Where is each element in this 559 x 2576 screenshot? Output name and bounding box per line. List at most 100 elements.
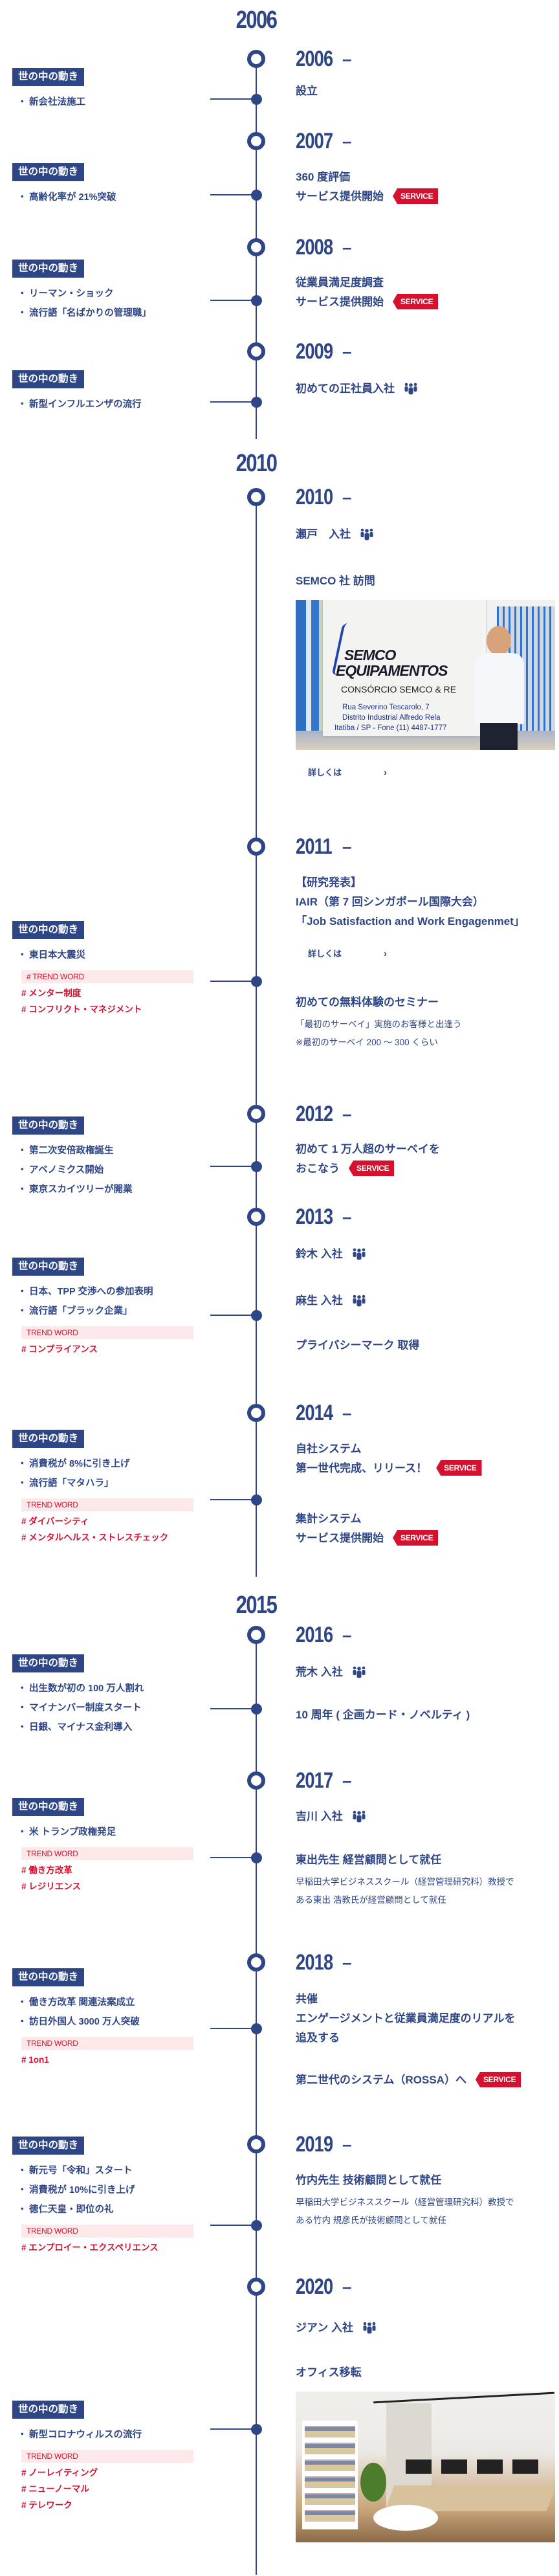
connector-dot-icon [251,2220,262,2231]
year-dash: – [342,1771,352,1790]
timeline-event: 荒木 入社 [296,1663,554,1682]
year-number: 2012 [296,1102,333,1126]
world-events-list: 東日本大震災 [12,946,206,965]
connector-dot-icon [251,2424,262,2435]
world-events-panel: 世の中の動き出生数が初の 100 万人割れマイナンバー制度スタート日銀、マイナス… [12,1654,206,1737]
world-events-list: 新元号「令和」スタート消費税が 10%に引き上げ徳仁天皇・即位の礼 [12,2161,206,2219]
trend-word-tags: # ノーレイティング# ニューノーマル# テレワーク [12,2465,206,2513]
people-icon [360,527,374,540]
trend-word-tag: # メンタルヘルス・ストレスチェック [21,1533,169,1542]
year-number: 2011 [296,834,333,859]
event-title-text: 集計システム [296,1513,362,1525]
event-title-line: 吉川 入社 [296,1807,554,1827]
world-events-list: リーマン・ショック流行語「名ばかりの管理職」 [12,284,206,323]
event-description-line: ある竹内 規彦氏が技術顧問として就任 [296,2215,446,2225]
event-description-line: 早稲田大学ビジネススクール（経営管理研究科）教授で [296,1877,514,1887]
event-title-line: 10 周年 ( 企画カード・ノベルティ ) [296,1705,554,1725]
office-plant [360,2463,386,2502]
chevron-right-icon: › [384,948,387,959]
person-head [487,626,511,656]
trend-word-tag: # ダイバーシティ [21,1516,89,1526]
year-heading: 2013– [296,1206,351,1228]
connector-line [210,1166,253,1167]
world-event-item: 消費税が 10%に引き上げ [12,2181,206,2200]
event-description: 「最初のサーベイ」実施のお客様と出逢う※最初のサーベイ 200 ～ 300 くら… [296,1016,554,1052]
timeline-event: 鈴木 入社 [296,1245,554,1264]
world-event-item: 流行語「マタハラ」 [12,1474,206,1493]
event-title-line: 初めての正社員入社 [296,379,554,399]
year-marker-icon [247,342,265,361]
event-title-text: 従業員満足度調査 [296,276,384,289]
year-marker-icon [247,132,265,150]
world-events-label: 世の中の動き [12,1258,85,1276]
year-dash: – [342,1403,352,1423]
era-heading: 2010 [236,450,278,477]
connector-dot-icon [251,1852,262,1863]
service-badge: SERVICE [393,188,439,205]
world-events-list: 消費税が 8%に引き上げ流行語「マタハラ」 [12,1454,206,1493]
event-title-text: 【研究発表】 [296,876,362,889]
event-title-text: 鈴木 入社 [296,1248,343,1260]
event-title-text: 麻生 入社 [296,1294,343,1307]
timeline-event: 竹内先生 技術顧問として就任早稲田大学ビジネススクール（経営管理研究科）教授であ… [296,2171,554,2230]
trend-word-label: TREND WORD [21,2225,193,2237]
year-heading: 2007– [296,130,351,152]
world-events-label: 世の中の動き [12,921,85,939]
event-title-line: IAIR（第 7 回シンガポール国際大会） [296,893,554,912]
service-badge: SERVICE [475,2072,521,2088]
details-link[interactable]: 詳しくは› [296,763,387,783]
world-events-panel: 世の中の動きリーマン・ショック流行語「名ばかりの管理職」 [12,260,206,323]
event-title-text: 追及する [296,2032,340,2044]
connector-line [210,1708,253,1709]
world-event-item: 新型コロナウィルスの流行 [12,2425,206,2445]
sign-text: CONSÓRCIO SEMCO & RE [341,684,457,694]
event-title-line: 自社システム [296,1439,554,1459]
office-shelf [302,2421,358,2529]
timeline-event: 共催エンゲージメントと従業員満足度のリアルを追及する [296,1990,554,2048]
year-number: 2018 [296,1950,333,1975]
timeline-event: ジアン 入社 [296,2318,554,2338]
sign-text: SEMCO [344,647,396,663]
connector-dot-icon [251,295,262,306]
world-events-label: 世の中の動き [12,1654,85,1672]
event-title-line: 荒木 入社 [296,1663,554,1682]
event-title-text: 吉川 入社 [296,1810,343,1823]
timeline-event: プライバシーマーク 取得 [296,1336,554,1355]
event-title-line: 初めての無料体験のセミナー [296,993,554,1012]
event-title-line: 追及する [296,2028,554,2048]
world-events-label: 世の中の動き [12,1430,85,1448]
world-events-list: 新会社法施工 [12,93,206,112]
event-title-text: サービス提供開始 [296,1532,384,1544]
event-title-line: ジアン 入社 [296,2318,554,2338]
world-event-item: 流行語「名ばかりの管理職」 [12,304,206,323]
connector-line [210,98,253,100]
world-event-item: 消費税が 8%に引き上げ [12,1454,206,1474]
connector-dot-icon [251,94,262,105]
world-event-item: 日銀、マイナス金利導入 [12,1718,206,1737]
world-events-list: 新型コロナウィルスの流行 [12,2425,206,2445]
world-events-panel: 世の中の動き日本、TPP 交渉への参加表明流行語「ブラック企業」TREND WO… [12,1258,206,1357]
service-badge: SERVICE [393,294,439,310]
connector-line [210,2225,253,2226]
year-heading: 2010– [296,486,351,508]
world-event-item: マイナンバー制度スタート [12,1698,206,1718]
world-event-item: 働き方改革 関連法案成立 [12,1993,206,2012]
year-number: 2008 [296,235,333,260]
event-description-line: 早稲田大学ビジネススクール（経営管理研究科）教授で [296,2197,514,2207]
timeline-event: 東出先生 経営顧問として就任早稲田大学ビジネススクール（経営管理研究科）教授であ… [296,1850,554,1909]
world-events-panel: 世の中の動き新元号「令和」スタート消費税が 10%に引き上げ徳仁天皇・即位の礼 T… [12,2137,206,2256]
year-number: 2017 [296,1768,333,1793]
details-link[interactable]: 詳しくは› [296,944,387,964]
year-number: 2007 [296,129,333,153]
year-number: 2006 [296,47,333,71]
event-title-line: 鈴木 入社 [296,1245,554,1264]
connector-dot-icon [251,976,262,987]
world-events-label: 世の中の動き [12,2137,85,2155]
timeline-event: 瀬戸 入社 [296,525,554,544]
event-title-text: 荒木 入社 [296,1666,343,1678]
event-title-text: 初めて 1 万人超のサーベイを [296,1143,440,1155]
year-heading: 2017– [296,1770,351,1792]
